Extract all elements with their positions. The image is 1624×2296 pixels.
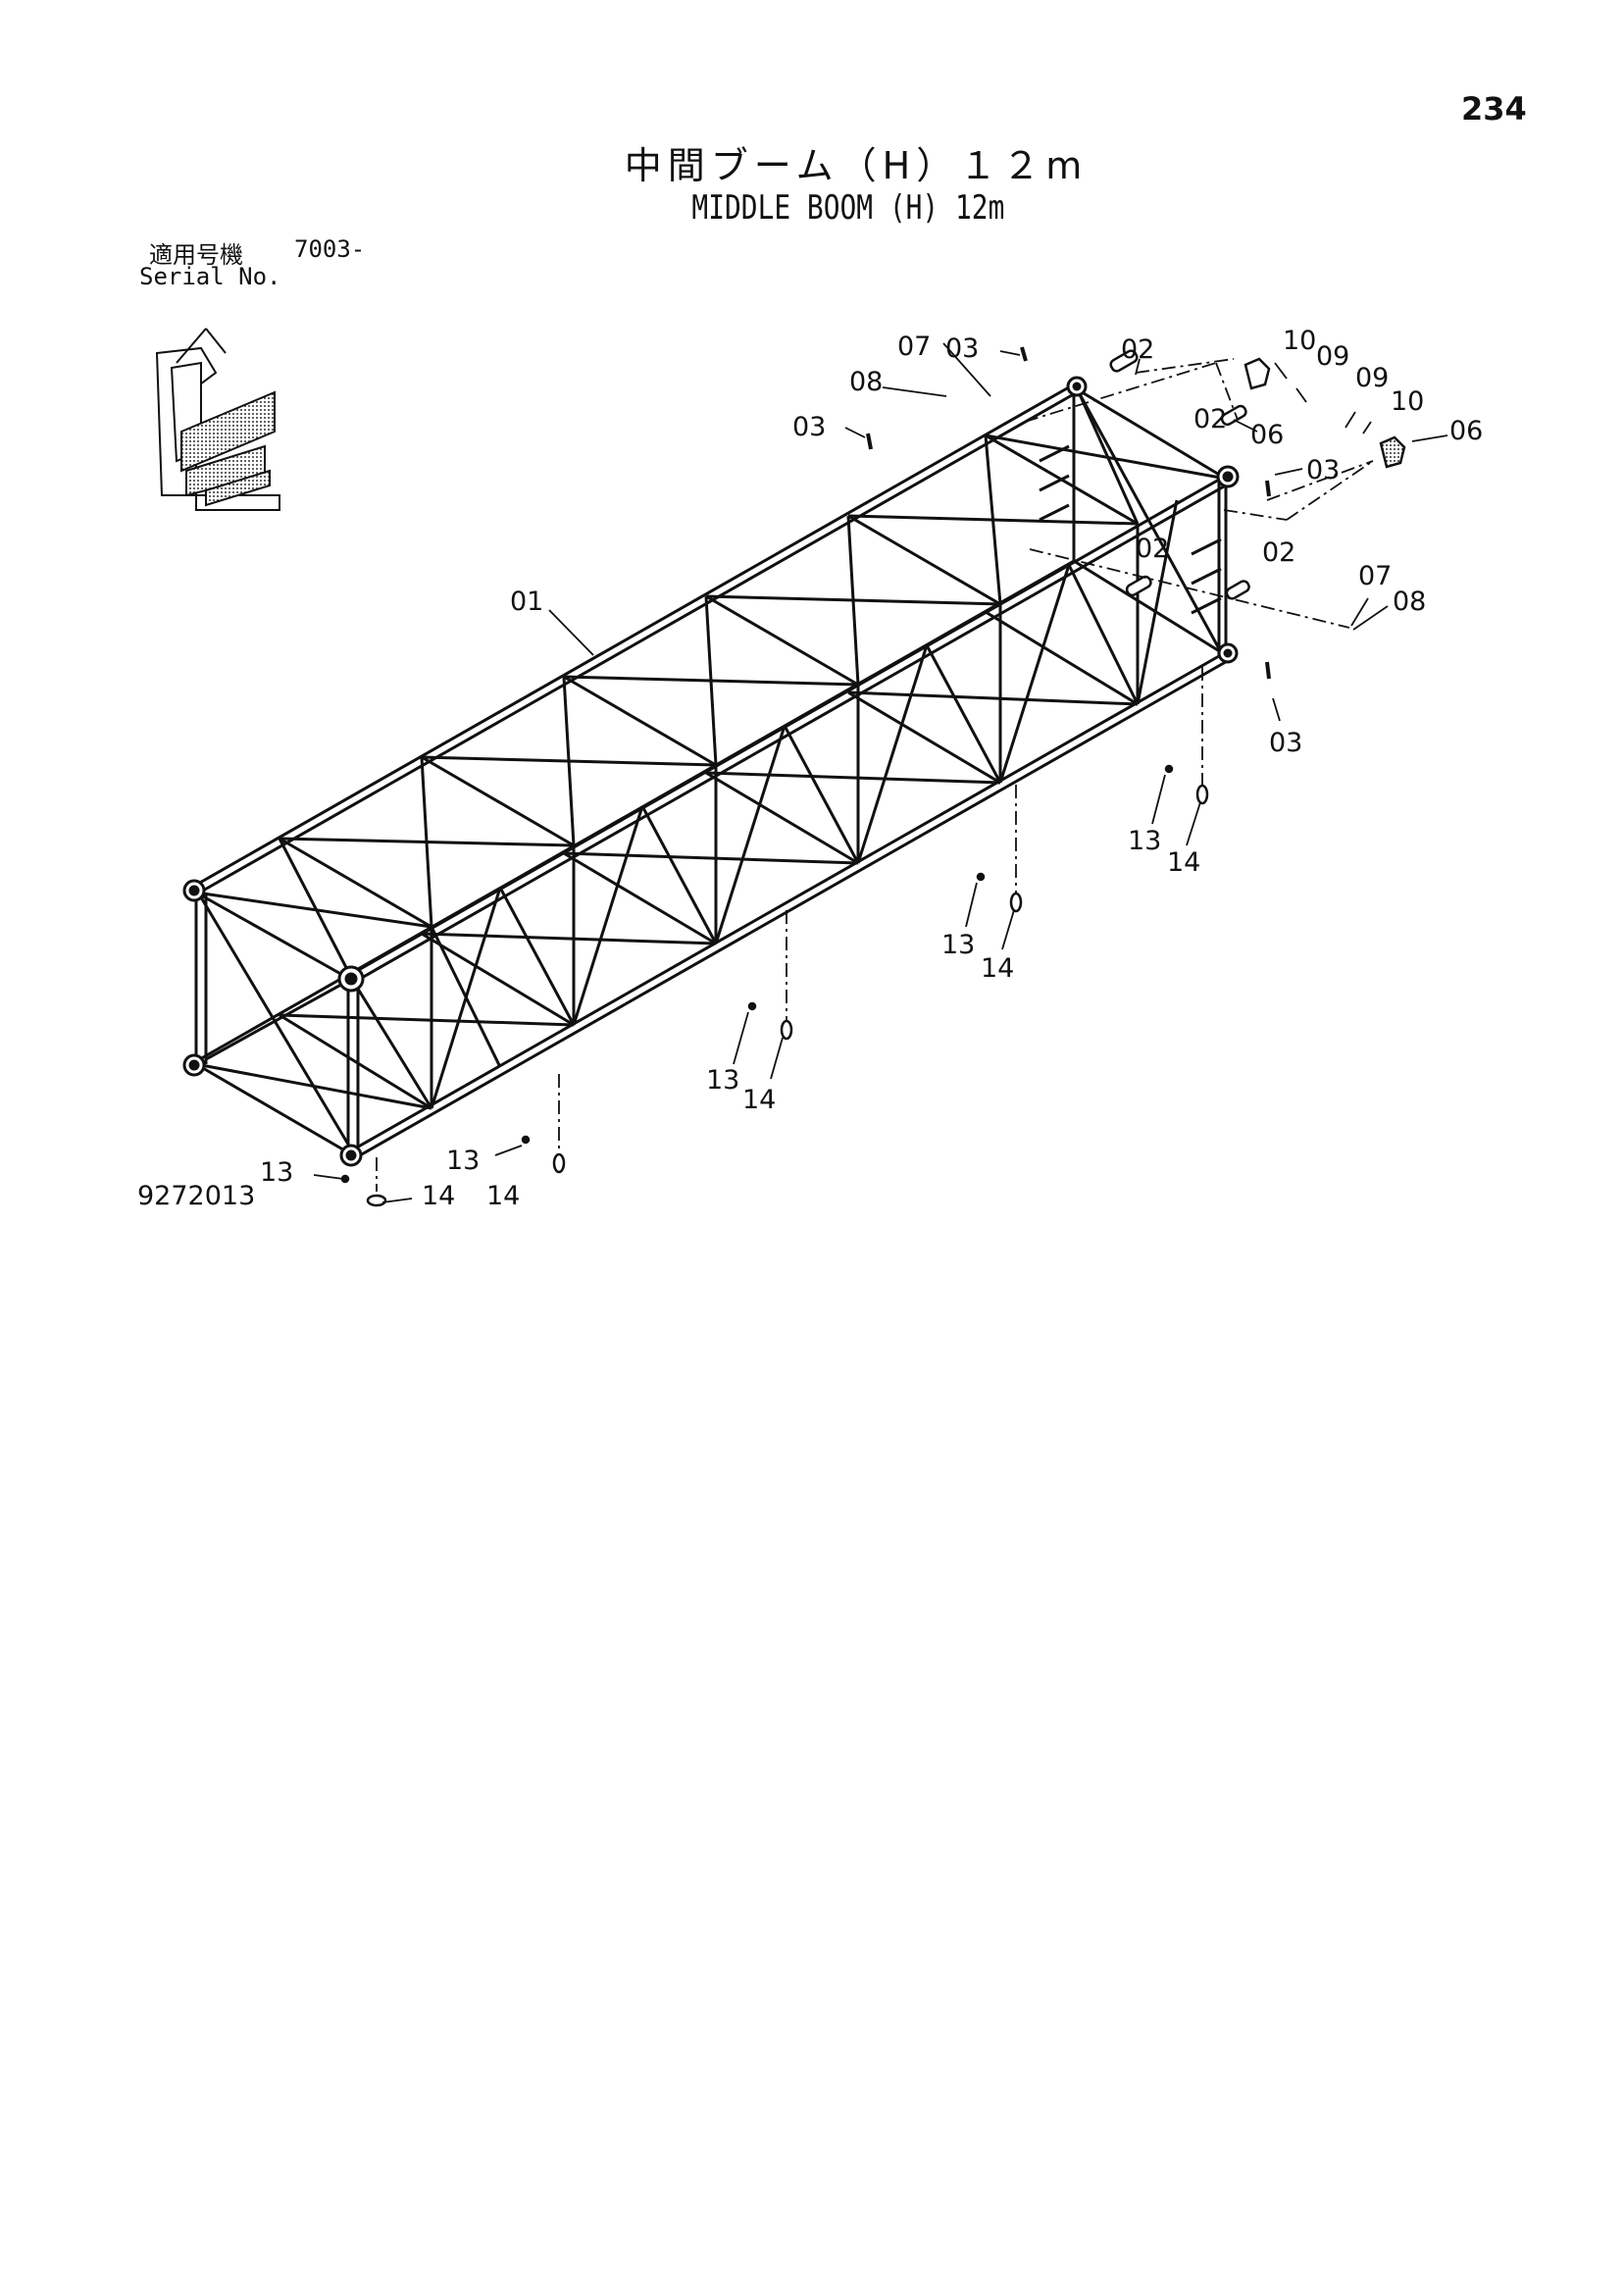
serial-value: 7003- bbox=[294, 235, 366, 263]
callout-14-c: 14 bbox=[742, 1085, 776, 1115]
callout-08-b: 08 bbox=[1393, 587, 1426, 617]
callout-02-a: 02 bbox=[1121, 334, 1154, 365]
callout-10-b: 10 bbox=[1391, 386, 1424, 417]
boom-assembly-locator-icon bbox=[155, 328, 280, 511]
pin-joint-bosses bbox=[182, 376, 1240, 1167]
callout-07-b: 07 bbox=[1358, 561, 1392, 591]
callout-08-a: 08 bbox=[849, 367, 883, 397]
leader-lines bbox=[313, 342, 1448, 1203]
callout-13-b: 13 bbox=[941, 930, 975, 960]
callout-02-c: 02 bbox=[1136, 534, 1169, 564]
callout-01: 01 bbox=[510, 587, 543, 617]
callout-07-a: 07 bbox=[897, 332, 931, 362]
exploded-parts bbox=[340, 346, 1406, 1207]
callout-03-d: 03 bbox=[1269, 728, 1302, 758]
callout-03-b: 03 bbox=[792, 412, 826, 442]
callout-02-d: 02 bbox=[1262, 537, 1295, 568]
callout-09-b: 09 bbox=[1355, 363, 1389, 393]
callout-09-a: 09 bbox=[1316, 341, 1349, 372]
callout-13-e: 13 bbox=[260, 1157, 293, 1188]
page-title-jp: 中間ブーム（H）１２m bbox=[624, 144, 1089, 187]
callout-labels: 01 02 02 02 02 03 03 03 03 06 06 07 07 0… bbox=[260, 326, 1483, 1211]
callout-14-a: 14 bbox=[1167, 847, 1200, 878]
page-number: 234 bbox=[1461, 90, 1527, 128]
callout-13-c: 13 bbox=[706, 1065, 739, 1096]
callout-14-b: 14 bbox=[981, 953, 1014, 984]
callout-02-b: 02 bbox=[1193, 404, 1227, 434]
serial-label-en: Serial No. bbox=[139, 263, 281, 290]
callout-10-a: 10 bbox=[1283, 326, 1316, 356]
callout-03-a: 03 bbox=[945, 333, 979, 364]
callout-06-b: 06 bbox=[1449, 416, 1483, 446]
figure-number: 9272013 bbox=[137, 1181, 256, 1211]
callout-13-a: 13 bbox=[1128, 826, 1161, 856]
page-title-en: MIDDLE BOOM (H) 12m bbox=[691, 188, 1005, 228]
serial-label-jp: 適用号機 bbox=[149, 241, 243, 269]
boom-truss-frame bbox=[190, 383, 1232, 1161]
callout-03-c: 03 bbox=[1306, 455, 1340, 485]
callout-06-a: 06 bbox=[1250, 420, 1284, 450]
callout-13-d: 13 bbox=[446, 1146, 480, 1176]
callout-14-e: 14 bbox=[422, 1181, 455, 1211]
callout-14-d: 14 bbox=[486, 1181, 520, 1211]
